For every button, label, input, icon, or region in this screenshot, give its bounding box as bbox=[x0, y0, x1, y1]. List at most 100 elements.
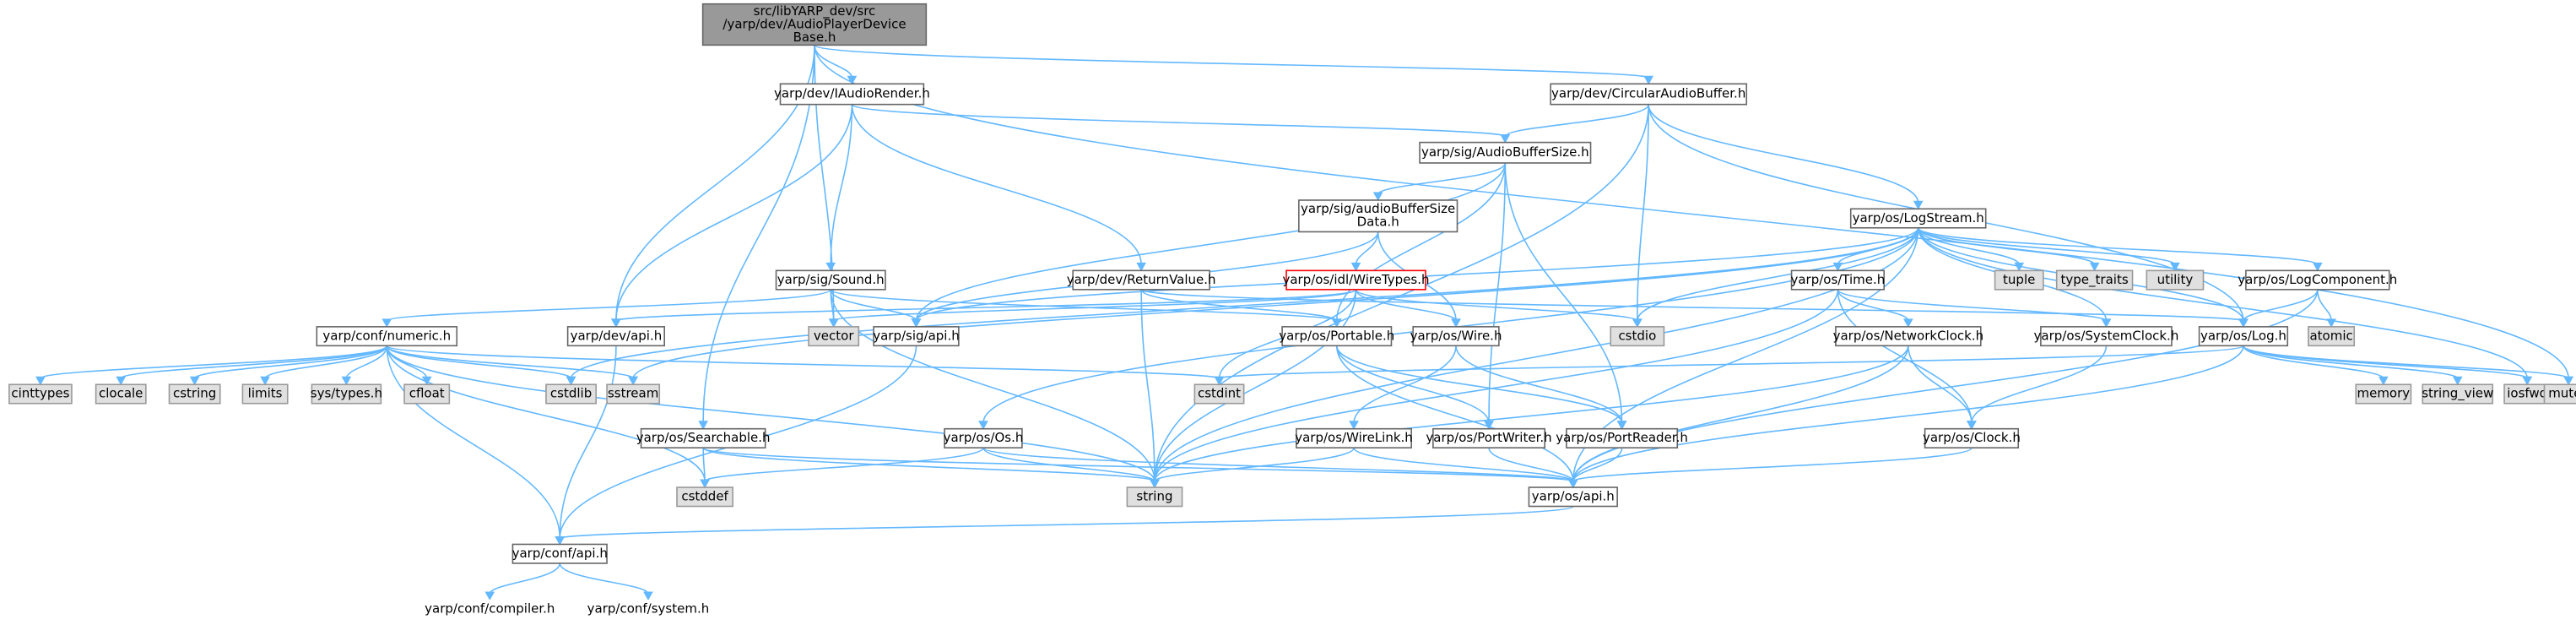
arrowhead-numeric-to-cstring bbox=[189, 376, 200, 386]
node-compiler[interactable]: yarp/conf/compiler.h bbox=[425, 600, 555, 619]
node-label-systemclock: yarp/os/SystemClock.h bbox=[2034, 328, 2179, 343]
node-label-vector: vector bbox=[814, 328, 854, 343]
edge-log-to-osapi bbox=[1572, 345, 2244, 482]
node-circular[interactable]: yarp/dev/CircularAudioBuffer.h bbox=[1550, 83, 1748, 106]
node-label-type_traits: type_traits bbox=[2061, 272, 2129, 288]
node-networkclock[interactable]: yarp/os/NetworkClock.h bbox=[1833, 326, 1984, 347]
node-box-wirelink bbox=[1296, 427, 1412, 448]
node-log[interactable]: yarp/os/Log.h bbox=[2198, 326, 2289, 347]
edge-logcomponent-to-log bbox=[2243, 289, 2319, 322]
node-logcomponent[interactable]: yarp/os/LogComponent.h bbox=[2238, 269, 2397, 291]
node-wire[interactable]: yarp/os/Wire.h bbox=[1410, 326, 1502, 347]
edge-logstream-to-tuple bbox=[1917, 227, 2021, 265]
node-box-type_traits bbox=[2055, 269, 2134, 291]
node-label-numeric: yarp/conf/numeric.h bbox=[322, 328, 451, 343]
edge-numeric-to-sstream bbox=[386, 345, 634, 380]
node-cstdint: cstdint bbox=[1193, 383, 1245, 405]
node-label-cinttypes: cinttypes bbox=[11, 386, 69, 401]
node-devapi[interactable]: yarp/dev/api.h bbox=[566, 326, 665, 347]
arrowhead-numeric-to-systypes bbox=[341, 376, 352, 386]
node-box-audiobuffersize bbox=[1419, 141, 1592, 164]
edge-logstream-to-logcomponent bbox=[1917, 227, 2319, 266]
edge-sound-to-string bbox=[830, 289, 1155, 482]
edge-clock-to-osapi bbox=[1572, 447, 1973, 482]
edge-audiobuffersize-to-portreader bbox=[1504, 162, 1623, 423]
arrowhead-audiobuffersizedata-to-wiretypes bbox=[1350, 262, 1361, 272]
node-box-cinttypes bbox=[8, 383, 73, 405]
arrowhead-log-to-mutex bbox=[2563, 376, 2573, 386]
node-label-portwriter: yarp/os/PortWriter.h bbox=[1426, 430, 1551, 445]
edge-searchable-to-string bbox=[702, 447, 1155, 482]
node-osos[interactable]: yarp/os/Os.h bbox=[944, 427, 1024, 448]
node-box-iaudiorender bbox=[779, 83, 925, 106]
node-vector: vector bbox=[808, 326, 860, 347]
arrowhead-logstream-to-logcomponent bbox=[2312, 262, 2323, 272]
node-logstream[interactable]: yarp/os/LogStream.h bbox=[1849, 208, 1987, 229]
node-box-root bbox=[701, 3, 928, 46]
arrowhead-root-to-circular bbox=[1643, 75, 1654, 85]
node-confapi[interactable]: yarp/conf/api.h bbox=[512, 543, 608, 564]
edge-portwriter-to-osapi bbox=[1488, 447, 1574, 482]
arrowhead-log-to-cstdint bbox=[1214, 376, 1225, 386]
node-time[interactable]: yarp/os/Time.h bbox=[1790, 269, 1885, 291]
node-box-systemclock bbox=[2040, 326, 2173, 347]
node-systemclock[interactable]: yarp/os/SystemClock.h bbox=[2034, 326, 2179, 347]
edge-osos-to-osapi bbox=[982, 447, 1574, 482]
node-box-numeric bbox=[316, 326, 458, 347]
node-portable[interactable]: yarp/os/Portable.h bbox=[1279, 326, 1394, 347]
arrowhead-time-to-systemclock bbox=[2101, 318, 2112, 328]
node-iaudiorender[interactable]: yarp/dev/IAudioRender.h bbox=[774, 83, 930, 106]
edge-log-to-string_view bbox=[2243, 345, 2459, 380]
node-memory: memory bbox=[2355, 383, 2412, 405]
node-box-systypes bbox=[311, 383, 382, 405]
arrowhead-log-to-string_view bbox=[2452, 376, 2463, 386]
node-label-clocale: clocale bbox=[99, 386, 143, 401]
node-sound[interactable]: yarp/sig/Sound.h bbox=[775, 269, 886, 291]
node-box-compiler bbox=[425, 600, 554, 619]
edge-numeric-to-string bbox=[386, 345, 1155, 482]
node-portwriter[interactable]: yarp/os/PortWriter.h bbox=[1426, 427, 1552, 448]
node-label-mutex: mutex bbox=[2548, 386, 2576, 401]
node-iosfwd: iosfwd bbox=[2503, 383, 2552, 405]
node-audiobuffersize[interactable]: yarp/sig/AudioBufferSize.h bbox=[1419, 141, 1592, 164]
edge-circular-to-audiobuffersize bbox=[1504, 104, 1649, 138]
node-box-atomic bbox=[2308, 326, 2356, 347]
edge-returnvalue-to-log bbox=[1140, 289, 2244, 322]
node-box-clock bbox=[1924, 427, 2020, 448]
node-label-portable: yarp/os/Portable.h bbox=[1279, 328, 1394, 343]
node-portreader[interactable]: yarp/os/PortReader.h bbox=[1556, 427, 1688, 448]
node-box-osos bbox=[944, 427, 1023, 448]
arrowhead-numeric-to-sstream bbox=[628, 376, 639, 386]
edge-circular-to-logstream bbox=[1648, 104, 1919, 204]
node-box-string bbox=[1126, 486, 1183, 508]
node-wiretypes[interactable]: yarp/os/idl/WireTypes.h bbox=[1282, 269, 1430, 291]
node-label-circular: yarp/dev/CircularAudioBuffer.h bbox=[1551, 86, 1745, 101]
edge-logstream-to-iosfwd bbox=[1917, 227, 2529, 379]
node-cstddef: cstddef bbox=[676, 486, 733, 508]
node-box-cstdio bbox=[1610, 326, 1665, 347]
node-label-tuple: tuple bbox=[2003, 272, 2035, 287]
node-box-returnvalue bbox=[1072, 269, 1210, 291]
node-searchable[interactable]: yarp/os/Searchable.h bbox=[636, 427, 771, 448]
node-sigapi[interactable]: yarp/sig/api.h bbox=[873, 326, 960, 347]
arrowhead-portable-to-portwriter bbox=[1484, 421, 1494, 430]
node-numeric[interactable]: yarp/conf/numeric.h bbox=[316, 326, 458, 347]
node-label-memory: memory bbox=[2357, 386, 2410, 401]
node-label-sound: yarp/sig/Sound.h bbox=[777, 272, 885, 287]
node-system[interactable]: yarp/conf/system.h bbox=[587, 600, 710, 619]
node-label-networkclock: yarp/os/NetworkClock.h bbox=[1833, 328, 1984, 343]
node-box-utility bbox=[2146, 269, 2205, 291]
node-label-wiretypes: yarp/os/idl/WireTypes.h bbox=[1282, 272, 1429, 287]
node-osapi[interactable]: yarp/os/api.h bbox=[1528, 486, 1618, 508]
edge-iaudiorender-to-returnvalue bbox=[851, 104, 1142, 265]
node-limits: limits bbox=[241, 383, 289, 405]
node-returnvalue[interactable]: yarp/dev/ReturnValue.h bbox=[1067, 269, 1216, 291]
arrowhead-confapi-to-system bbox=[643, 591, 653, 601]
node-label-time: yarp/os/Time.h bbox=[1790, 272, 1885, 287]
arrowhead-wiretypes-to-wire bbox=[1451, 318, 1461, 328]
node-wirelink[interactable]: yarp/os/WireLink.h bbox=[1295, 427, 1413, 448]
edge-numeric-to-systypes bbox=[345, 345, 388, 379]
node-box-clocale bbox=[95, 383, 147, 405]
node-clock[interactable]: yarp/os/Clock.h bbox=[1923, 427, 2021, 448]
